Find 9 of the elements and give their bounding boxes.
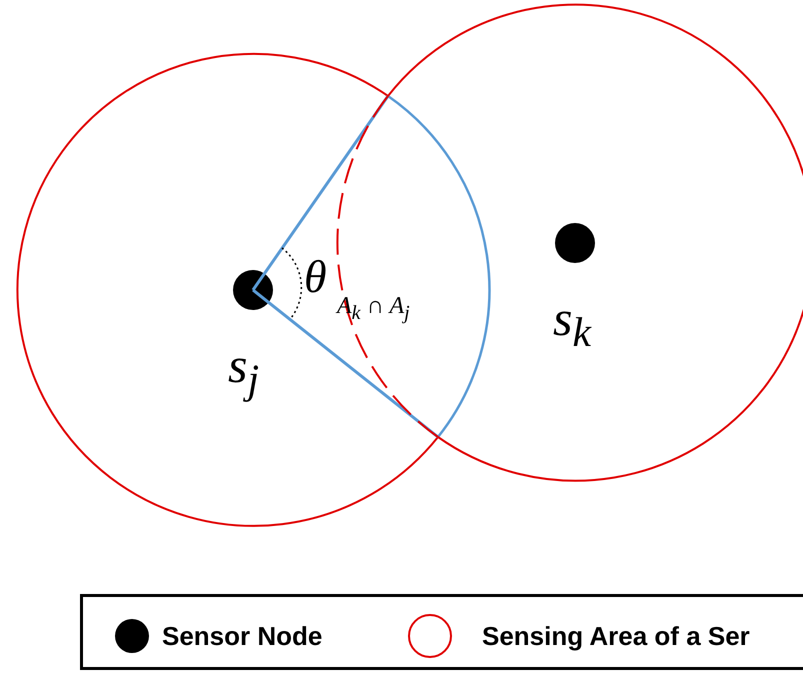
legend-label: Sensing Area of a Ser: [482, 623, 750, 649]
node-label: s$_{j}$: [228, 340, 260, 402]
sensing-area-circle: [336, 4, 803, 482]
legend-label: Sensor Node: [162, 623, 322, 649]
sensor-node-dot: [555, 223, 595, 263]
sensing-area-circle: [16, 53, 490, 527]
angle-symbol: θ: [304, 254, 327, 300]
sensor-node-dot: [233, 270, 273, 310]
node-label: s$_{k}$: [553, 293, 591, 355]
